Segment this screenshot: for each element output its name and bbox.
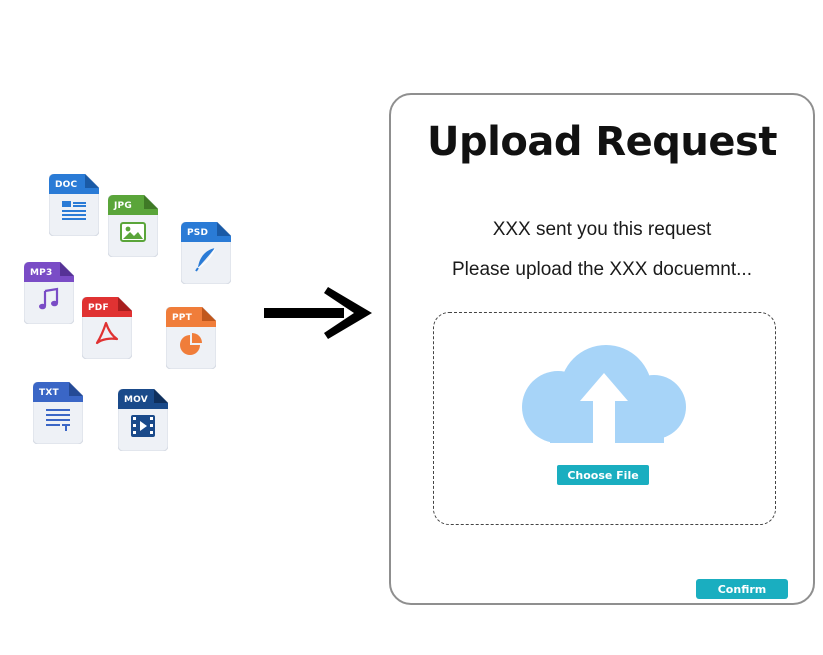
file-type-label: TXT: [39, 388, 59, 398]
feather-icon: [195, 247, 216, 272]
confirm-button[interactable]: Confirm: [696, 579, 788, 599]
document-lines-icon: [62, 201, 86, 220]
file-icon-doc: DOC: [49, 174, 99, 236]
file-type-label: PSD: [187, 228, 209, 238]
choose-file-button[interactable]: Choose File: [557, 465, 649, 485]
file-type-label: PDF: [88, 303, 109, 313]
file-type-label: MOV: [124, 395, 148, 405]
file-type-label: PPT: [172, 313, 192, 323]
upload-request-panel: Upload Request XXX sent you this request…: [389, 93, 815, 605]
txt-file-icon: [33, 382, 83, 444]
file-icon-txt: TXT: [33, 382, 83, 444]
request-sender-text: XXX sent you this request: [492, 219, 712, 240]
music-note-icon: [39, 287, 59, 310]
file-icon-mp3: MP3: [24, 262, 74, 324]
pdf-file-icon: [82, 297, 132, 359]
file-icon-mov: MOV: [118, 389, 168, 451]
page-title: Upload Request: [427, 119, 777, 165]
acrobat-icon: [95, 321, 119, 345]
ppt-file-icon: [166, 307, 216, 369]
cloud-upload-icon: [522, 345, 686, 443]
file-icon-jpg: JPG: [108, 195, 158, 257]
image-icon: [120, 222, 146, 242]
text-lines-icon: [46, 409, 70, 431]
file-icon-pdf: PDF: [82, 297, 132, 359]
file-type-label: JPG: [114, 201, 132, 211]
file-type-label: MP3: [30, 268, 53, 278]
pie-chart-icon: [180, 333, 202, 355]
right-arrow-icon: [264, 287, 372, 339]
film-play-icon: [131, 415, 155, 437]
file-type-label: DOC: [55, 180, 78, 190]
mp3-file-icon: [24, 262, 74, 324]
file-icon-psd: PSD: [181, 222, 231, 284]
request-instruction-text: Please upload the XXX docuemnt...: [452, 259, 752, 280]
file-dropzone[interactable]: Choose File: [433, 312, 776, 525]
file-icon-ppt: PPT: [166, 307, 216, 369]
